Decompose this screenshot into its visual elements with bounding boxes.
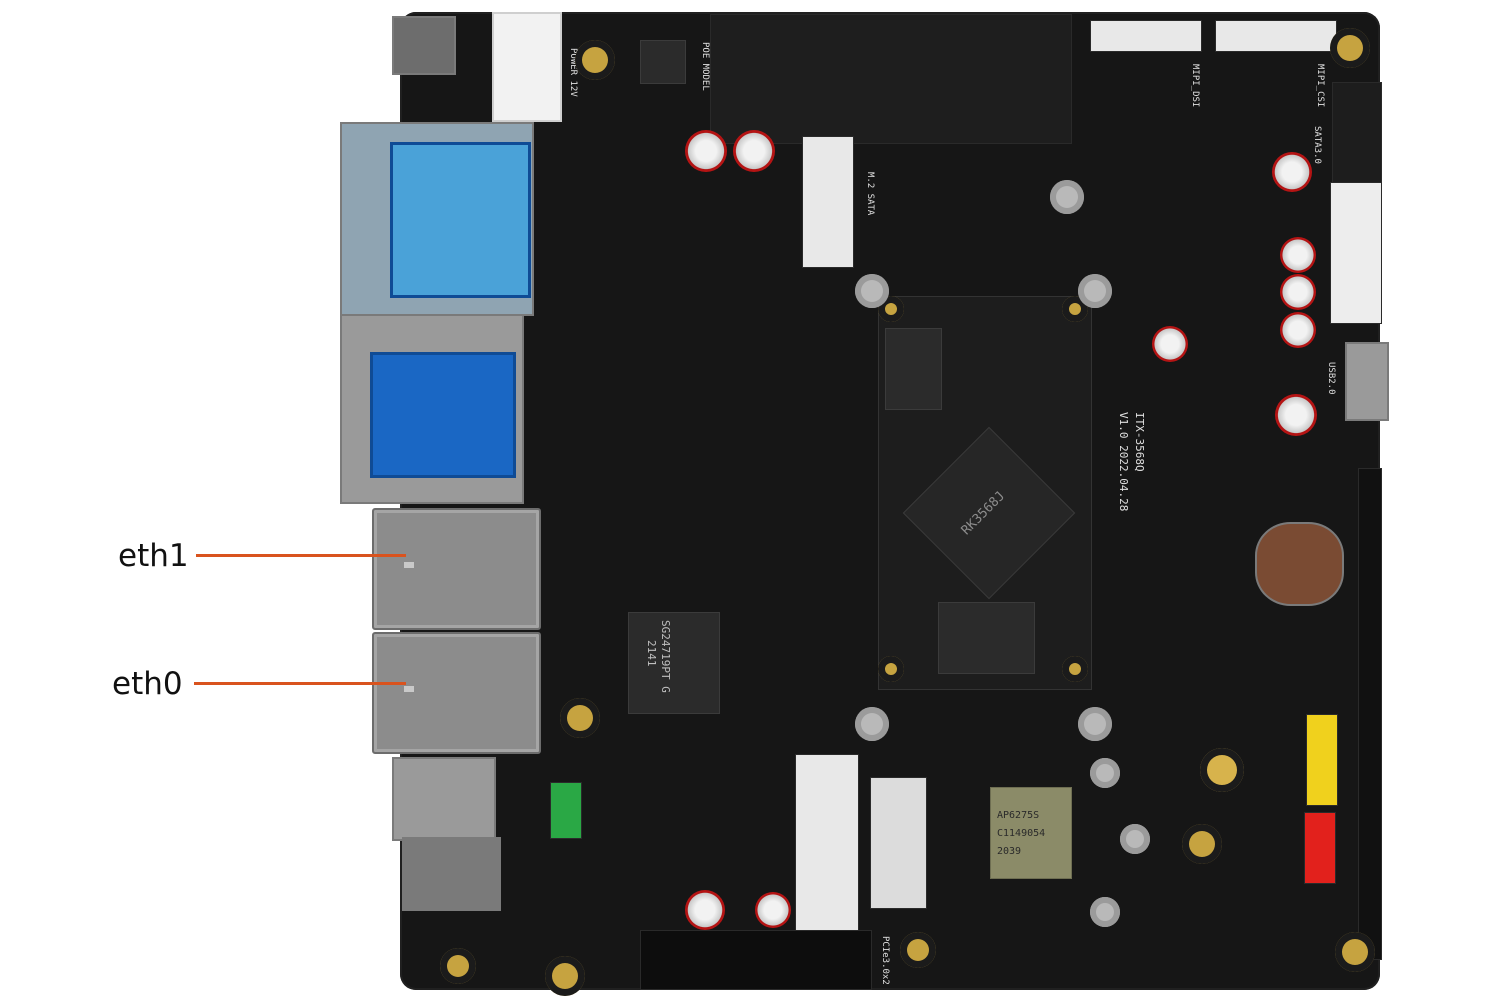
mipi-dsi-label: MIPI_DSI [1190, 64, 1200, 108]
power-12v-connector [492, 12, 562, 122]
capacitor [1280, 274, 1316, 310]
serial-port [390, 142, 531, 298]
pcie-label: PCIe3.0x2 [880, 936, 890, 985]
pcie-slot[interactable] [640, 930, 872, 990]
mount-hole [1182, 824, 1222, 864]
mount-hole [1335, 932, 1375, 972]
red-connector [1304, 812, 1336, 884]
switch-chip-sub: 2141 [645, 640, 658, 667]
mount-hole [440, 948, 476, 984]
mipi-csi-label: MIPI_CSI [1315, 64, 1325, 108]
ethernet-switch-chip [628, 612, 720, 714]
model-text: ITX-3568Q [1133, 412, 1146, 472]
poe-module-header [710, 14, 1072, 144]
sata-power-connector [1330, 182, 1382, 324]
capacitor [1280, 312, 1316, 348]
wifi-module: AP6275S C1149054 2039 [990, 787, 1072, 879]
m2-key-slot [795, 754, 859, 931]
eth1-label: eth1 [118, 538, 189, 574]
capacitor [1272, 152, 1312, 192]
mipi-dsi-connector [1090, 20, 1202, 52]
capacitor [1275, 394, 1317, 436]
rtc-battery-holder [1255, 522, 1344, 606]
capacitor [733, 130, 775, 172]
speaker-connector [550, 782, 582, 839]
capacitor [1152, 326, 1188, 362]
m2-sata-label: M.2 SATA [865, 172, 875, 216]
audio-jack [392, 757, 496, 841]
mount-hole [900, 932, 936, 968]
ethernet-port-eth1[interactable] [372, 508, 541, 630]
mount-hole [1200, 748, 1244, 792]
standoff [1050, 180, 1084, 214]
mipi-csi-connector [1215, 20, 1337, 52]
sata-label: SATA3.0 [1312, 126, 1322, 164]
tf-card-slot [402, 837, 501, 911]
capacitor [755, 892, 791, 928]
emmc-chip [885, 328, 942, 410]
vga-port [370, 352, 516, 478]
module-hole [878, 656, 904, 682]
standoff [855, 274, 889, 308]
eth1-callout-line [196, 554, 406, 557]
eth0-label: eth0 [112, 666, 183, 702]
standoff [1078, 274, 1112, 308]
port-led [404, 562, 414, 568]
mount-hole [560, 698, 600, 738]
wifi-module-line1: AP6275S [997, 810, 1040, 821]
module-hole [1062, 656, 1088, 682]
pcb-board: POWER 12V POE MODEL MIPI_DSI MIPI_CSI RK… [340, 12, 1389, 996]
standoff [1120, 824, 1150, 854]
switch-chip-marking: SG24719PT G [659, 620, 672, 693]
mount-hole [545, 956, 585, 996]
standoff [1090, 758, 1120, 788]
capacitor [1280, 237, 1316, 273]
standoff [1090, 897, 1120, 927]
version-text: V1.0 2022.04.28 [1117, 412, 1130, 512]
port-led [404, 686, 414, 692]
capacitor [685, 130, 727, 172]
memory-chip [938, 602, 1035, 674]
m2-sata-slot [802, 136, 854, 268]
lvds-header [1358, 468, 1382, 960]
m2-5g-slot [870, 777, 927, 909]
wifi-module-line3: 2039 [997, 846, 1022, 857]
standoff [1078, 707, 1112, 741]
mount-hole [575, 40, 615, 80]
eth0-callout-line [194, 682, 406, 685]
capacitor [685, 890, 725, 930]
dc-jack [392, 16, 456, 75]
usb2-label: USB2.0 [1326, 362, 1336, 395]
usb2-port[interactable] [1345, 342, 1389, 421]
sata-connector [1332, 82, 1382, 194]
yellow-connector [1306, 714, 1338, 806]
poe-label: POE MODEL [700, 42, 710, 91]
wifi-module-line2: C1149054 [997, 828, 1046, 839]
mount-hole [1330, 28, 1370, 68]
inductor-501 [640, 40, 686, 84]
ethernet-port-eth0[interactable] [372, 632, 541, 754]
standoff [855, 707, 889, 741]
